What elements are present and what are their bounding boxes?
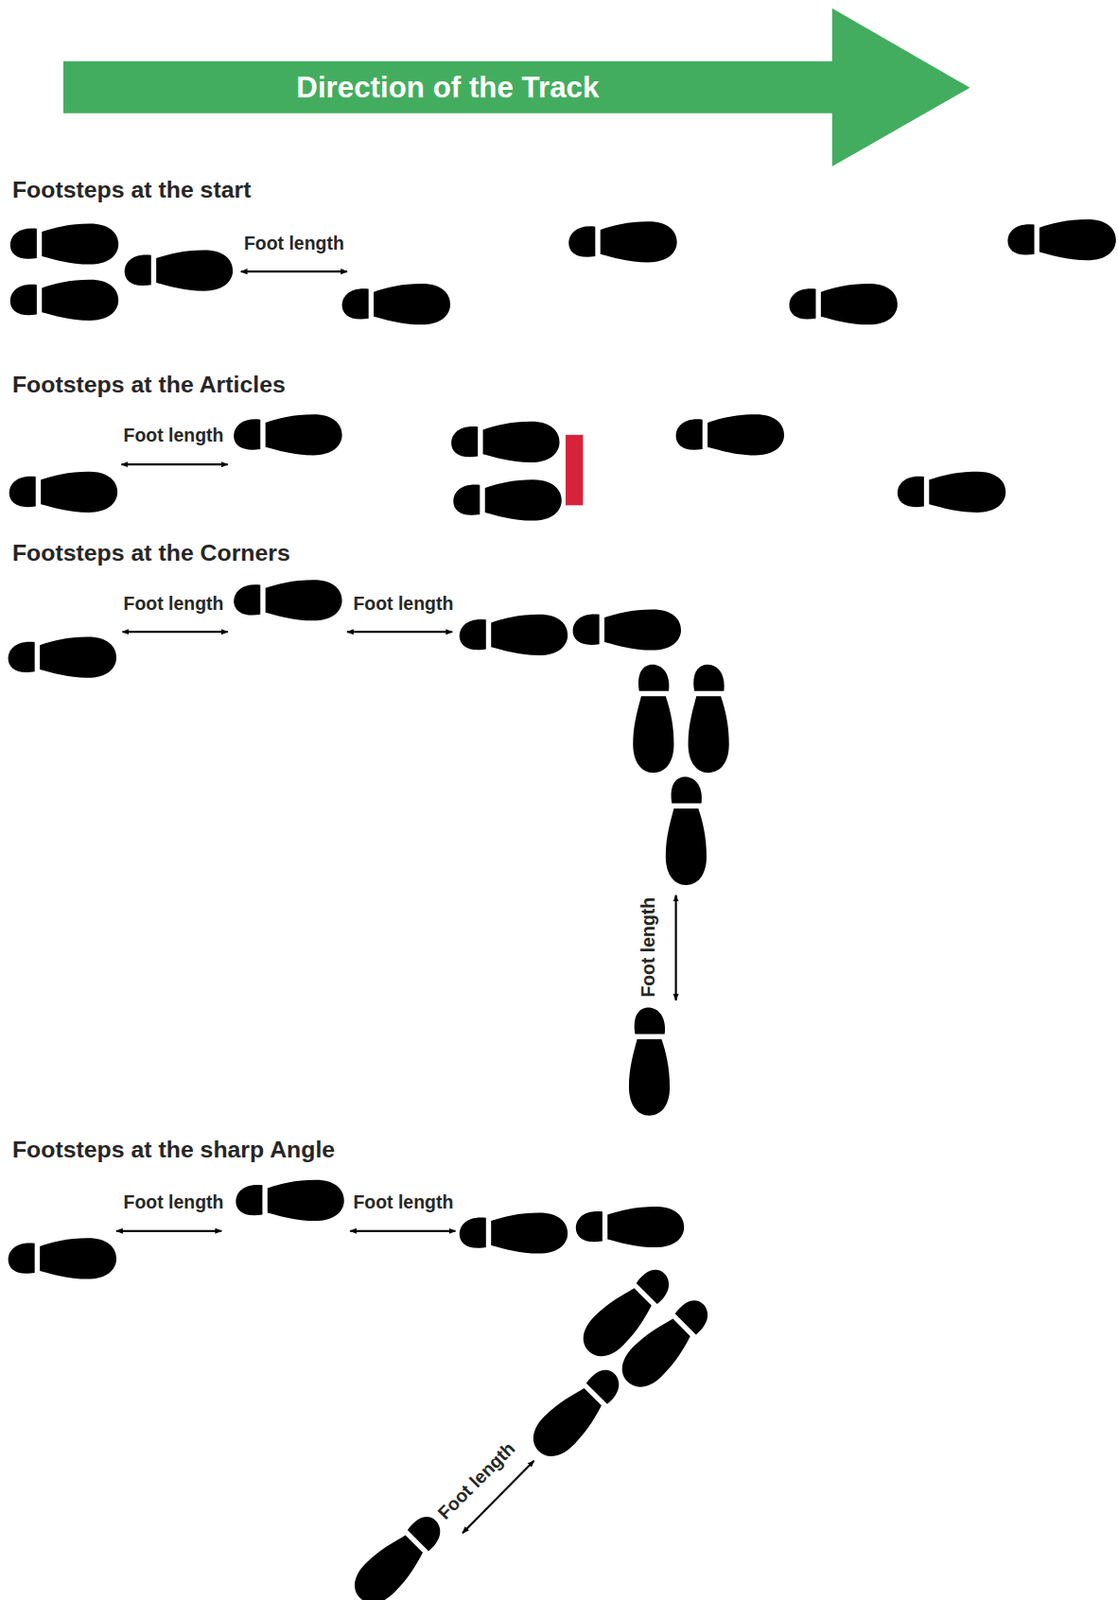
footprint — [235, 1180, 344, 1222]
footprint — [9, 471, 118, 513]
dimension-arrow — [116, 1230, 222, 1233]
footprint — [345, 1507, 451, 1600]
footprint — [632, 664, 674, 773]
footprint — [8, 637, 117, 679]
footprint — [10, 279, 119, 321]
footprint — [688, 664, 730, 773]
footprint — [524, 1360, 629, 1466]
dimension-label: Foot length — [352, 593, 454, 616]
footprint — [897, 471, 1006, 513]
footprint — [8, 1238, 117, 1279]
dimension-arrow — [347, 630, 453, 633]
footprint — [576, 1206, 684, 1248]
section-heading: Footsteps at the Corners — [12, 539, 291, 567]
footprint — [459, 1212, 568, 1254]
dimension-label: Foot length — [434, 1438, 521, 1525]
dimension-label: Foot length — [244, 233, 345, 256]
footprint — [628, 1007, 670, 1116]
footprint — [10, 223, 119, 264]
dimension-arrow — [121, 463, 228, 466]
dimension-label: Foot length — [123, 425, 225, 448]
dimension-arrow — [241, 270, 348, 273]
dimension-label: Foot length — [123, 1191, 225, 1214]
footprint — [124, 249, 233, 291]
footprint — [573, 609, 682, 650]
footprint — [788, 283, 897, 325]
footprint — [568, 221, 677, 263]
section-heading: Footsteps at the sharp Angle — [12, 1135, 335, 1164]
footprint — [451, 421, 559, 463]
footprint — [233, 579, 342, 621]
article-marker — [565, 435, 583, 506]
footprint — [665, 776, 707, 885]
arrow-label: Direction of the Track — [63, 61, 833, 114]
footprint — [342, 283, 451, 325]
arrow-fill — [63, 8, 971, 167]
dimension-arrow — [349, 1230, 455, 1233]
footprint — [233, 414, 342, 455]
dimension-label: Foot length — [123, 593, 225, 616]
footprint — [1007, 219, 1116, 261]
section-heading: Footsteps at the Articles — [12, 370, 286, 399]
section-heading: Footsteps at the start — [12, 175, 251, 204]
dimension-label: Foot length — [352, 1191, 454, 1214]
dimension-label: Foot length — [638, 897, 661, 998]
direction-arrow: Direction of the Track — [63, 8, 971, 167]
footprint — [453, 479, 561, 521]
footprint — [676, 414, 785, 455]
dimension-arrow — [675, 895, 678, 1001]
dimension-arrow — [122, 630, 228, 633]
footprint — [459, 614, 568, 656]
footprint — [612, 1291, 718, 1397]
